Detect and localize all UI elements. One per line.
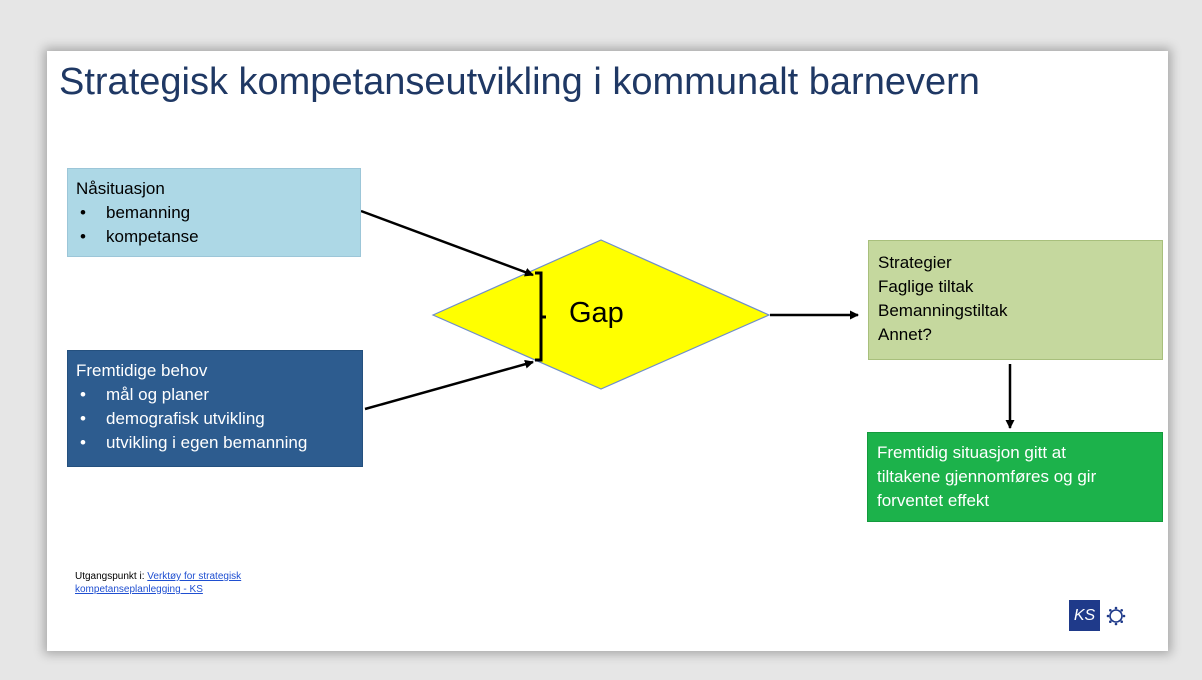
strategy-line: Strategier [878,253,952,272]
source-prefix: Utgangspunkt i: [75,571,148,582]
strategy-line: Bemanningstiltak [878,301,1008,320]
current-situation-box: Nåsituasjon bemanning kompetanse [67,168,361,257]
slide-title: Strategisk kompetanseutvikling i kommuna… [59,61,980,103]
current-situation-heading: Nåsituasjon [76,179,165,198]
source-link-line2: kompetanseplanlegging - KS [75,584,203,595]
future-need-item: utvikling i egen bemanning [76,431,362,455]
gap-label: Gap [569,297,624,329]
current-item: bemanning [76,201,360,225]
diagram-connectors [360,209,1015,429]
source-note: Utgangspunkt i: Verktøy for strategisk ko… [75,570,335,596]
future-need-item: mål og planer [76,383,362,407]
source-link[interactable]: Verktøy for strategisk kompetanseplanlegg… [75,571,241,595]
future-state-line: Fremtidig situasjon gitt at [877,443,1066,462]
future-need-item: demografisk utvikling [76,407,362,431]
strategy-line: Faglige tiltak [878,277,974,296]
future-needs-heading: Fremtidige behov [76,361,208,380]
gap-diamond [431,239,771,390]
arrow-future-to-gap [364,359,534,411]
future-state-line: tiltakene gjennomføres og gir [877,467,1097,486]
source-link-line1: Verktøy for strategisk [147,571,242,582]
gap-bracket [535,271,546,362]
future-state-box: Fremtidig situasjon gitt at tiltakene gj… [867,432,1163,522]
ks-logo: KS [1069,600,1131,631]
future-needs-box: Fremtidige behov mål og planer demografi… [67,350,363,467]
strategies-box: Strategier Faglige tiltak Bemanningstilt… [868,240,1163,360]
arrow-current-to-gap [360,209,534,277]
strategy-line: Annet? [878,325,932,344]
current-item: kompetanse [76,225,360,249]
future-state-line: forventet effekt [877,491,990,510]
ks-ring-icon [1100,600,1131,631]
ks-logo-mark: KS [1069,600,1100,631]
slide: Strategisk kompetanseutvikling i kommuna… [47,51,1168,651]
